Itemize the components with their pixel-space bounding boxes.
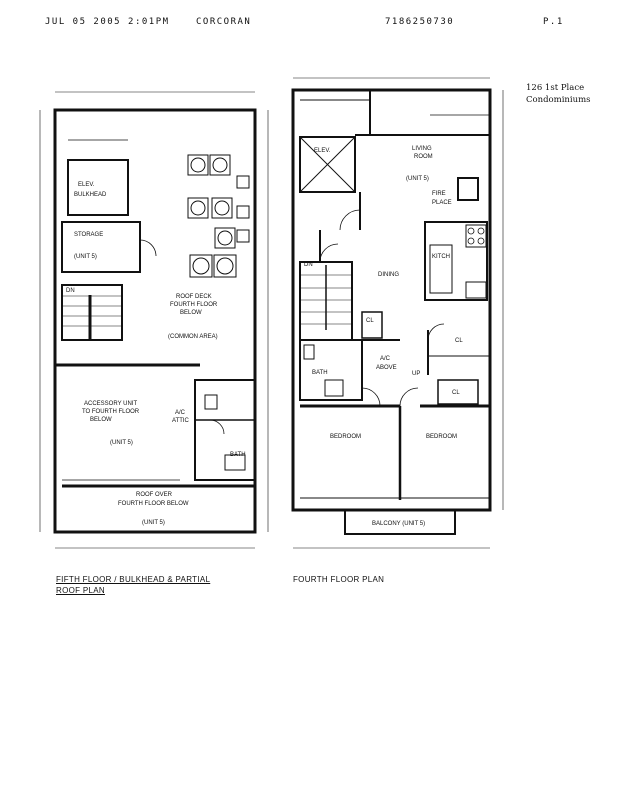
fifth-floor-title-line2: ROOF PLAN (56, 586, 105, 595)
hvac-units (187, 154, 250, 278)
elevator-shaft (299, 136, 356, 193)
elevator-bulkhead (67, 159, 129, 216)
label-ac-right-2: ABOVE (376, 365, 397, 371)
label-bath-right: BATH (312, 370, 328, 376)
storage-room (61, 221, 141, 273)
label-bedroom-2: BEDROOM (426, 434, 457, 440)
fifth-floor-plan-title: FIFTH FLOOR / BULKHEAD & PARTIAL ROOF PL… (56, 574, 276, 596)
bath-right (299, 339, 363, 401)
fifth-floor-title-line1: FIFTH FLOOR / BULKHEAD & PARTIAL (56, 575, 211, 584)
label-fireplace-1: FIRE (432, 191, 446, 197)
label-dining: DINING (378, 272, 399, 278)
building-name-note: 126 1st Place Condominiums (526, 82, 616, 106)
label-fireplace-2: PLACE (432, 200, 452, 206)
label-roof-over-unit: (UNIT 5) (142, 520, 165, 526)
label-storage-unit: (UNIT 5) (74, 254, 97, 260)
fax-date: JUL 05 2005 2:01PM (45, 17, 170, 27)
label-balcony: BALCONY (UNIT 5) (372, 521, 425, 527)
label-roof-deck-3: BELOW (180, 310, 202, 316)
label-elev-right: ELEV. (314, 148, 331, 154)
building-address: 126 1st Place (526, 83, 585, 93)
fourth-floor-plan (291, 77, 504, 549)
label-cl-1: CL (366, 318, 374, 324)
label-ac-right-1: A/C (380, 356, 391, 362)
balcony (344, 509, 456, 535)
label-roof-over-1: ROOF OVER (136, 492, 173, 498)
label-bedroom-1: BEDROOM (330, 434, 361, 440)
label-ac-2: ATTIC (172, 418, 190, 424)
label-accessory-2: TO FOURTH FLOOR (82, 409, 140, 415)
bath-attic-block (194, 379, 256, 481)
label-dn-left: DN (66, 288, 75, 294)
label-accessory-3: BELOW (90, 417, 112, 423)
stair (61, 284, 123, 341)
label-bath-left: BATH (230, 452, 246, 458)
fax-company: CORCORAN (196, 17, 252, 27)
fourth-floor-plan-title: FOURTH FLOOR PLAN (293, 575, 385, 584)
label-living-unit: (UNIT 5) (406, 176, 429, 182)
label-storage: STORAGE (74, 232, 103, 238)
label-elev-bulkhead-2: BULKHEAD (74, 192, 107, 198)
label-kitchen: KITCH (432, 254, 450, 260)
label-elev-bulkhead-1: ELEV. (78, 182, 95, 188)
kitchen (424, 221, 488, 301)
label-common-area: (COMMON AREA) (168, 334, 218, 340)
label-cl-2: CL (455, 338, 463, 344)
label-up: UP (412, 371, 420, 377)
label-roof-deck-2: FOURTH FLOOR (170, 302, 218, 308)
fifth-floor-outer-wall (53, 108, 257, 534)
label-accessory-unit: (UNIT 5) (110, 440, 133, 446)
fireplace (457, 177, 479, 201)
label-cl-3: CL (452, 390, 460, 396)
label-living-2: ROOM (414, 154, 433, 160)
fifth-floor-plan (39, 91, 269, 549)
fax-header: JUL 05 2005 2:01PM CORCORAN 7186250730 P… (0, 0, 617, 30)
fax-number: 7186250730 (385, 17, 455, 27)
label-dn-right: DN (304, 262, 313, 268)
label-ac-1: A/C (175, 410, 186, 416)
label-roof-deck-1: ROOF DECK (176, 294, 212, 300)
label-living-1: LIVING (412, 146, 432, 152)
label-roof-over-2: FOURTH FLOOR BELOW (118, 501, 189, 507)
building-type: Condominiums (526, 95, 591, 105)
label-accessory-1: ACCESSORY UNIT (84, 401, 137, 407)
fax-page-number: P.1 (543, 17, 564, 27)
